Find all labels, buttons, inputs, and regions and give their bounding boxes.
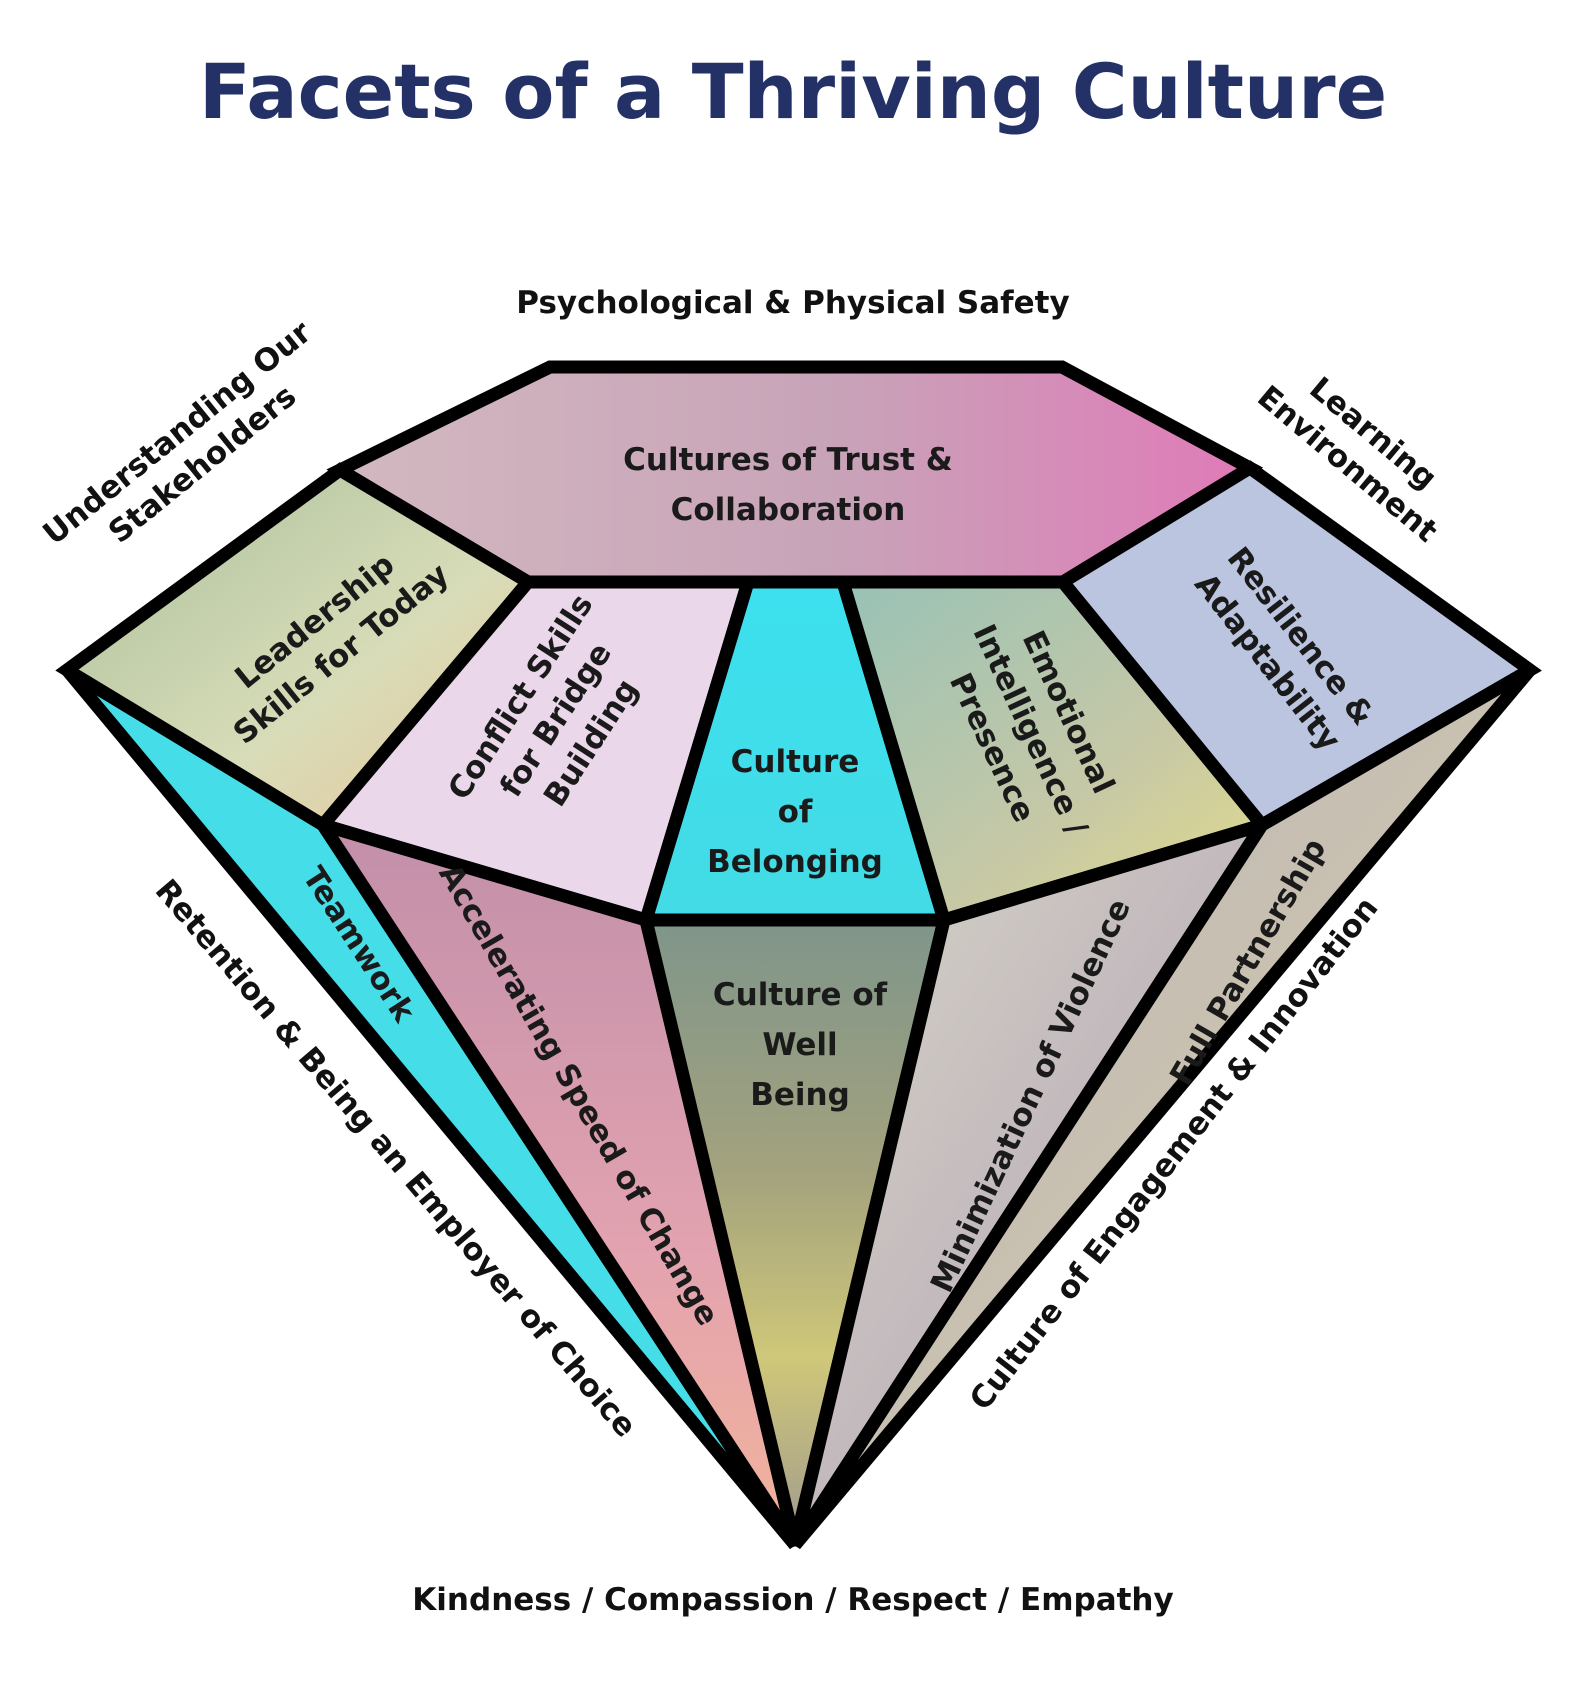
page-title: Facets of a Thriving Culture bbox=[199, 47, 1387, 136]
facet-trust-line-1: Cultures of Trust & bbox=[623, 442, 953, 478]
facet-wellbeing-line-3: Being bbox=[750, 1077, 850, 1113]
facet-partnership bbox=[789, 664, 1535, 1550]
label-bottom: Kindness / Compassion / Respect / Empath… bbox=[412, 1582, 1173, 1618]
label-top: Psychological & Physical Safety bbox=[516, 285, 1069, 321]
facet-belonging-line-3: Belonging bbox=[707, 844, 883, 880]
facet-trust-label: Cultures of Trust & Collaboration bbox=[623, 442, 953, 528]
facet-belonging-line-1: Culture bbox=[731, 744, 860, 780]
facet-belonging-label: Culture of Belonging bbox=[707, 744, 883, 880]
facet-trust-line-2: Collaboration bbox=[671, 492, 906, 528]
facet-wellbeing-line-1: Culture of bbox=[713, 977, 888, 1013]
facet-belonging-line-2: of bbox=[778, 794, 813, 830]
facet-wellbeing-label: Culture of Well Being bbox=[713, 977, 888, 1113]
facet-wellbeing-line-2: Well bbox=[762, 1027, 837, 1063]
